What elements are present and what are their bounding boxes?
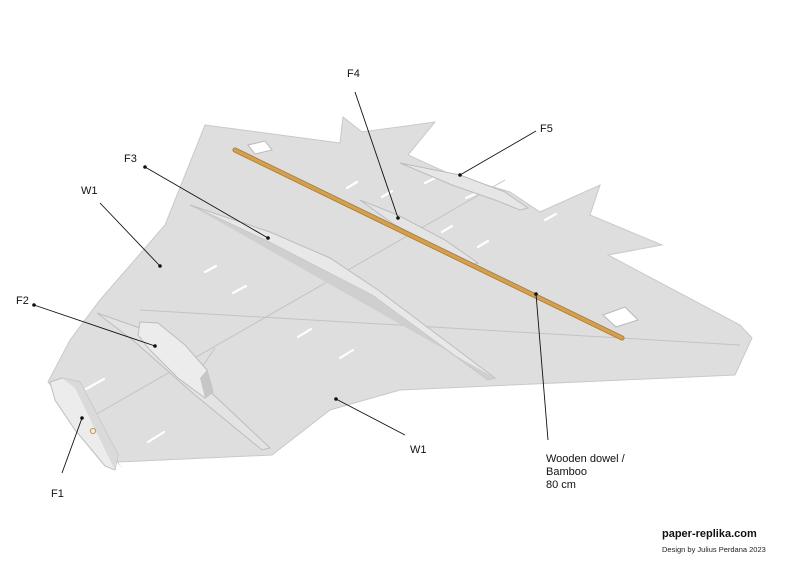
footer-credit: Design by Julius Perdana 2023 <box>662 545 766 554</box>
fin-f5 <box>399 162 530 211</box>
label-f3: F3 <box>124 153 137 165</box>
label-f5: F5 <box>540 123 553 135</box>
dowel-note-line-3: 80 cm <box>546 479 576 491</box>
footer-brand: paper-replika.com <box>662 528 757 540</box>
leader-dots <box>32 165 538 420</box>
slots <box>84 176 558 444</box>
label-f4: F4 <box>347 68 360 80</box>
label-f2: F2 <box>16 295 29 307</box>
wooden-dowel <box>232 147 625 341</box>
wing-sheet <box>47 116 753 463</box>
nose-block-f1 <box>49 377 119 471</box>
label-f1: F1 <box>51 488 64 500</box>
dowel-note-line-1: Wooden dowel / <box>546 453 626 465</box>
dowel-note-line-2: Bamboo <box>546 466 587 478</box>
nose-hole-icon <box>89 427 97 435</box>
label-w1-upper: W1 <box>81 185 98 197</box>
leader-lines <box>33 91 549 474</box>
label-w1-lower: W1 <box>410 444 427 456</box>
fin-f3 <box>189 204 497 381</box>
cutouts <box>247 140 639 328</box>
